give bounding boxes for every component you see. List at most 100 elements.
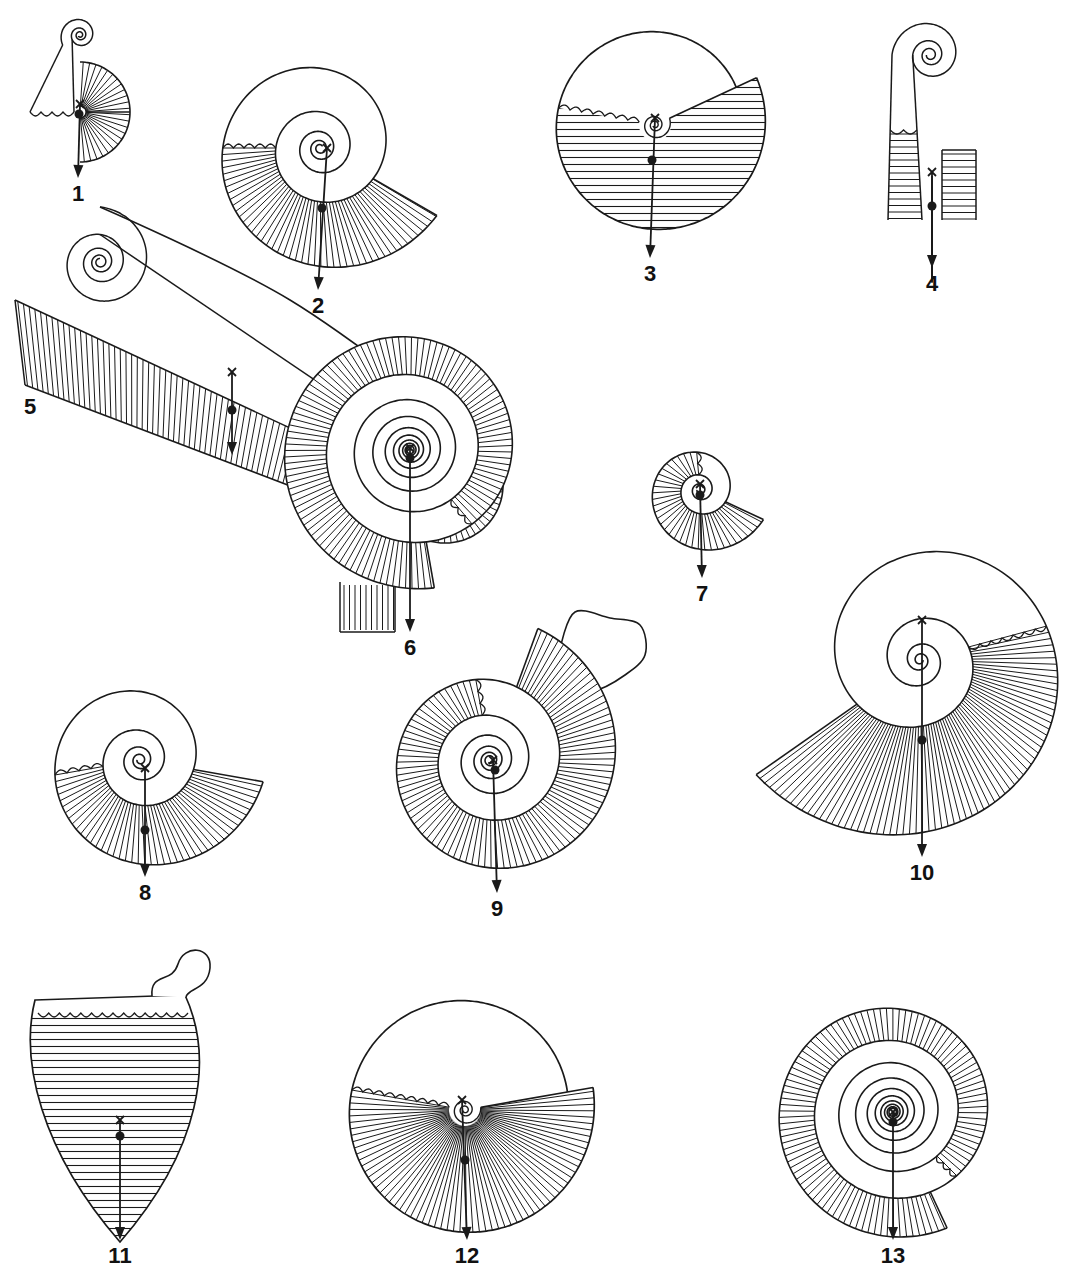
- rib-line: [215, 397, 223, 458]
- rib-line: [236, 407, 246, 465]
- ammonite-shell: [285, 337, 513, 589]
- buoyancy-mark: [889, 1108, 897, 1116]
- rib-line: [397, 765, 439, 769]
- rib-line: [923, 1021, 936, 1049]
- rib-line: [929, 1193, 945, 1229]
- rib-line: [379, 339, 389, 376]
- rib-line: [153, 805, 171, 863]
- rib-line: [189, 383, 194, 447]
- buoyancy-mark: [696, 480, 704, 488]
- shell-outline: [975, 150, 977, 220]
- rib-line: [896, 727, 911, 835]
- mass-centre-dot: [116, 1132, 125, 1141]
- rib-line: [478, 445, 512, 447]
- rib-line: [547, 793, 593, 820]
- rib-line: [402, 783, 441, 801]
- gravity-arrow: [489, 756, 502, 893]
- rib-line: [902, 1198, 906, 1237]
- rib-line: [236, 177, 282, 212]
- rib-line: [393, 541, 399, 586]
- rib-line: [958, 1100, 987, 1104]
- aperture-line: [670, 78, 757, 119]
- rib-line: [927, 1024, 942, 1051]
- rib-line: [163, 370, 166, 437]
- rib-line: [318, 374, 349, 399]
- suture-line: [697, 452, 702, 475]
- rib-line: [971, 684, 1052, 723]
- rib-line: [423, 704, 453, 729]
- rib-line: [272, 426, 285, 479]
- rib-line: [940, 720, 972, 816]
- shell-outline: [394, 582, 396, 632]
- aperture-line: [86, 111, 130, 113]
- rib-line: [880, 1008, 884, 1040]
- mass-centre-dot: [918, 736, 927, 745]
- arrow-head: [314, 277, 324, 290]
- arrow-head: [227, 442, 237, 455]
- rib-line: [478, 439, 512, 443]
- rib-line: [953, 1134, 980, 1144]
- rib-line: [886, 1008, 888, 1040]
- rib-line: [120, 349, 121, 422]
- rib-line: [519, 630, 542, 688]
- rib-line: [103, 341, 106, 416]
- buoyancy-mark: [76, 100, 84, 108]
- rib-line: [973, 664, 1058, 671]
- rib-line: [855, 1192, 867, 1228]
- gravity-arrow: [888, 1108, 898, 1240]
- figure-number: 2: [310, 295, 326, 317]
- rib-line: [558, 767, 613, 772]
- rib-line: [476, 464, 509, 471]
- rib-line: [972, 651, 1055, 656]
- aperture-lappet: [152, 950, 210, 997]
- rib-line: [199, 389, 205, 452]
- ammonite-shell: [652, 452, 763, 550]
- rib-line: [168, 373, 171, 440]
- rib-line: [293, 412, 332, 425]
- suture-line: [30, 112, 74, 116]
- shell-ground: [349, 1001, 594, 1233]
- rib-line: [63, 322, 69, 401]
- mass-centre-dot: [141, 826, 150, 835]
- rib-line: [946, 1146, 970, 1161]
- buoyancy-mark: [406, 444, 414, 452]
- rib-line: [132, 805, 137, 863]
- rib-line: [888, 218, 922, 219]
- shell-stub: [340, 582, 395, 632]
- rib-line: [277, 195, 300, 252]
- shell-ground: [30, 40, 74, 112]
- rib-line: [320, 514, 350, 546]
- buoyancy-mark: [918, 616, 926, 624]
- rib-line: [473, 472, 504, 483]
- rib-line: [892, 1008, 893, 1040]
- rib-line: [86, 108, 130, 111]
- rib-line: [926, 725, 936, 829]
- aperture-line: [15, 300, 25, 385]
- rib-line: [481, 1091, 594, 1107]
- buoyancy-mark: [651, 114, 659, 122]
- figure-number: 6: [402, 637, 418, 659]
- rib-line: [559, 763, 614, 765]
- buoyancy-mark: [406, 444, 414, 452]
- rib-line: [372, 1120, 453, 1183]
- arrow-shaft: [493, 760, 497, 880]
- gravity-arrow: [140, 764, 150, 877]
- rib-line: [377, 585, 378, 630]
- rib-line: [355, 585, 356, 630]
- figure-number: 4: [924, 273, 940, 295]
- figure-number: 9: [489, 898, 505, 920]
- rib-line: [549, 790, 596, 814]
- figure-number: 10: [908, 862, 936, 884]
- rib-line: [674, 510, 690, 539]
- aperture-line: [942, 149, 976, 151]
- shell-outline: [941, 150, 943, 220]
- rib-line: [80, 330, 84, 407]
- rib-line: [951, 1138, 977, 1150]
- rib-line: [819, 721, 881, 819]
- ammonite-shell: [888, 24, 976, 283]
- rib-line: [285, 444, 327, 446]
- rib-line: [949, 715, 995, 802]
- suture-line: [55, 764, 103, 775]
- rib-line: [311, 507, 344, 536]
- rib-line: [424, 340, 431, 377]
